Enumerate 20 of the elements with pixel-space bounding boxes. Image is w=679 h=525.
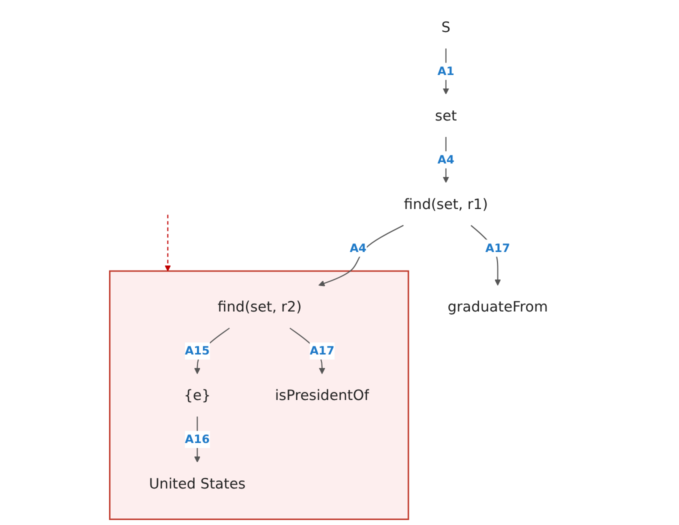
node-text: find(set, r2) [218, 298, 302, 316]
node-text: isPresidentOf [274, 386, 370, 404]
arrow [442, 48, 450, 94]
node-text: find(set, r1) [404, 195, 488, 213]
node-text: S [441, 18, 450, 36]
cluster [109, 270, 410, 520]
arrow [164, 214, 171, 272]
edge-label: A4 [438, 152, 454, 166]
edge-label: A17 [310, 344, 334, 358]
edge-label: A16 [184, 432, 210, 446]
arrow [442, 136, 450, 183]
node-text: graduateFrom [448, 298, 548, 316]
edge-label: A15 [184, 344, 210, 358]
node-text: set [435, 106, 457, 124]
node-text: United States [148, 475, 246, 492]
edge-label: A4 [350, 241, 366, 255]
node-text: {e} [184, 386, 211, 404]
edge-label: A17 [485, 241, 510, 255]
arrow [318, 224, 404, 286]
edge-label: A1 [438, 64, 454, 78]
